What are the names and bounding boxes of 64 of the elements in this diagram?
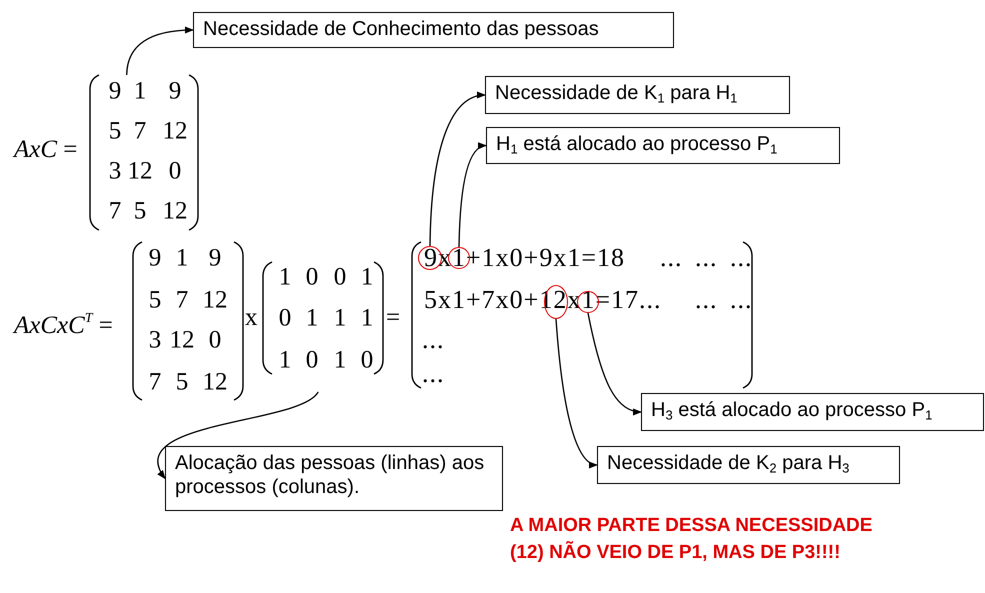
matrix-entry: ... <box>695 244 718 272</box>
arrow <box>555 318 598 467</box>
matrix-entry: 12 <box>162 118 188 144</box>
matrix <box>90 75 198 230</box>
matrix-entry: 1 <box>278 348 292 372</box>
matrix-entry: 3 <box>148 328 162 352</box>
matrix-entry: ... <box>660 244 682 272</box>
matrix-entry: 0 <box>306 348 318 372</box>
arrow <box>126 26 194 76</box>
matrix-entry: ... <box>422 326 444 354</box>
matrix-entry: 1 <box>334 348 346 372</box>
arrow <box>587 312 642 415</box>
matrix-entry: 1 <box>360 264 374 290</box>
matrix-entry: 12 <box>202 288 228 312</box>
text-box: Necessidade de K$_{1}$ para H$_{1}$ <box>485 76 790 114</box>
matrix-entry: 5 <box>134 198 146 224</box>
matrix-entry: ... <box>695 286 718 314</box>
matrix-entry: 12 <box>162 198 188 224</box>
arrow <box>429 92 486 246</box>
matrix-entry: 1 <box>334 306 346 330</box>
text-box: Necessidade de K$_{2}$ para H$_{3}$ <box>597 446 900 484</box>
matrix-entry: ... <box>422 360 444 388</box>
equation-text: x <box>245 303 258 333</box>
matrix-entry: 3 <box>108 158 122 184</box>
text-box: H$_{1}$ está alocado ao processo P$_{1}$ <box>486 127 840 164</box>
matrix-entry: ... <box>730 244 752 272</box>
matrix-entry: 0 <box>168 158 182 184</box>
matrix-entry: 1 <box>134 78 146 104</box>
matrix-entry: 0 <box>306 264 318 290</box>
matrix-entry: 0 <box>208 328 222 352</box>
matrix-entry: 7 <box>148 370 162 394</box>
text-box: H$_{3}$ está alocado ao processo P$_{1}$ <box>641 393 984 431</box>
matrix-entry: 9 <box>208 246 222 270</box>
matrix-entry: 1 <box>360 306 374 330</box>
matrix-entry: 12 <box>202 370 228 394</box>
matrix-entry: 7 <box>108 198 122 224</box>
matrix-entry: 1 <box>306 306 318 330</box>
matrix <box>133 242 243 400</box>
matrix-entry: 12 <box>170 328 194 352</box>
matrix-entry: ... <box>730 286 752 314</box>
matrix <box>263 262 383 374</box>
text-box: Alocação das pessoas (linhas) aos processos (colunas). <box>165 446 503 511</box>
matrix-entry: 9 <box>148 246 162 270</box>
matrix-entry: 5 <box>148 288 162 312</box>
matrix-entry: 7 <box>176 288 188 312</box>
matrix-entry: 9 <box>168 78 182 104</box>
arrow <box>158 391 319 480</box>
matrix-entry: 5 <box>176 370 188 394</box>
matrix-entry: 5 <box>108 118 122 144</box>
equation-text: = <box>386 303 400 333</box>
result-matrix <box>412 242 752 388</box>
matrix-entry: 7 <box>134 118 146 144</box>
matrix-entry: 9 <box>108 78 122 104</box>
equation-text: AxC = <box>14 135 78 165</box>
text-box: Necessidade de Conhecimento das pessoas <box>193 12 674 48</box>
matrix-entry: 0 <box>278 306 292 330</box>
matrix-entry: 1 <box>176 246 188 270</box>
arrow <box>458 144 487 248</box>
equation-text: AxCxC$^{T}$ = <box>14 309 113 341</box>
matrix-entry: 1 <box>278 264 292 290</box>
matrix-entry: 0 <box>334 264 346 290</box>
matrix-entry: 0 <box>360 348 374 372</box>
matrix-entry: 12 <box>128 158 152 184</box>
note-text: A MAIOR PARTE DESSA NECESSIDADE (12) NÃO VEIO DE P1, MAS DE P3!!!! <box>510 514 874 565</box>
